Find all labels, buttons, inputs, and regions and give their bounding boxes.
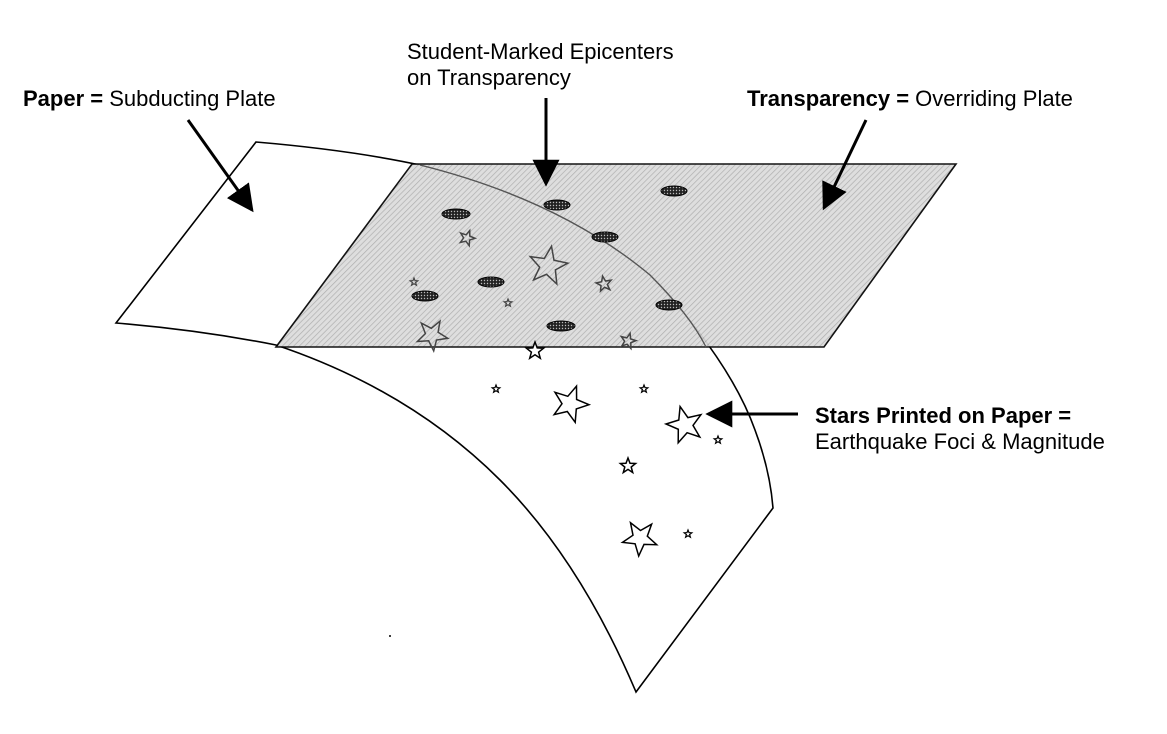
stars-label: Stars Printed on Paper = Earthquake Foci… [815, 403, 1105, 455]
transparency-sheet [274, 163, 958, 348]
transparency-label-text: Overriding Plate [915, 86, 1073, 111]
star-icon [528, 244, 570, 286]
epicenters-label-line1: Student-Marked Epicenters [407, 39, 674, 64]
star-icon [619, 331, 639, 351]
arrow-icon [822, 119, 868, 211]
epicenter-dot-icon [591, 231, 619, 243]
star-icon [458, 228, 478, 248]
stray-dot [389, 635, 391, 637]
star-icon [415, 319, 450, 354]
paper-label-bold: Paper = [23, 86, 104, 111]
paper-label-text: Subducting Plate [109, 86, 276, 111]
star-icon [552, 384, 592, 425]
star-icon [638, 383, 650, 394]
stars-label-text: Earthquake Foci & Magnitude [815, 429, 1105, 454]
star-icon [712, 434, 724, 445]
epicenter-dot-icon [660, 185, 688, 197]
paper-label: Paper = Subducting Plate [23, 86, 276, 112]
stars-label-bold: Stars Printed on Paper = [815, 403, 1072, 428]
star-icon [524, 339, 546, 361]
epicenter-markers [411, 185, 688, 332]
arrow-icon [186, 119, 254, 213]
star-icon [618, 455, 638, 475]
star-icon [408, 276, 420, 287]
epicenter-dot-icon [411, 290, 439, 302]
epicenters-label-line2: on Transparency [407, 65, 571, 90]
arrows [186, 98, 868, 428]
transparency-label: Transparency = Overriding Plate [747, 86, 1073, 112]
paper-edge-under-transparency [419, 164, 707, 348]
star-icon [620, 520, 659, 559]
epicenter-dot-icon [655, 299, 683, 311]
earthquake-stars [408, 228, 724, 559]
epicenter-dot-icon [543, 199, 571, 211]
epicenter-dot-icon [546, 320, 576, 332]
star-icon [593, 273, 614, 294]
epicenter-dot-icon [477, 276, 505, 288]
epicenter-dot-icon [441, 208, 471, 220]
epicenters-label: Student-Marked Epicenters on Transparenc… [407, 39, 674, 91]
star-icon [682, 528, 694, 539]
transparency-label-bold: Transparency = [747, 86, 910, 111]
star-icon [502, 297, 514, 308]
star-icon [663, 404, 703, 445]
star-icon [490, 383, 502, 394]
